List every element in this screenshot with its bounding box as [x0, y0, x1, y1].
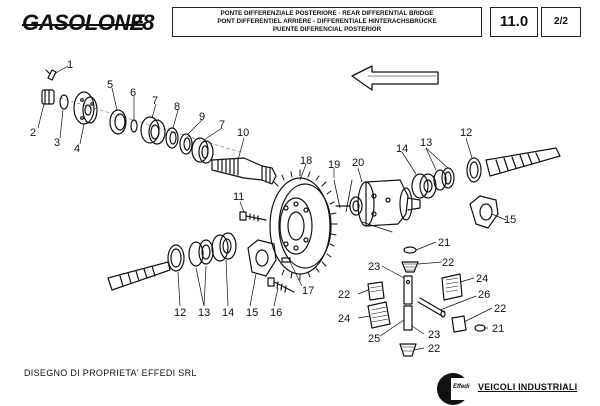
effedi-wordmark: Effedi	[452, 384, 471, 390]
callout-25: 25	[368, 333, 380, 345]
page-number: 2/2	[541, 7, 581, 37]
ring-left	[167, 244, 185, 272]
sheet-number: 11.0	[490, 7, 538, 37]
logo-strike-line	[22, 24, 144, 26]
thrust-washer-21-top	[403, 246, 417, 254]
callout-15-right: 15	[504, 214, 516, 226]
shims-left	[188, 239, 214, 267]
callout-1: 1	[67, 59, 73, 71]
oil-seal	[109, 109, 127, 135]
half-shaft-right	[485, 147, 561, 177]
planet-gear-24-left	[367, 301, 391, 329]
callout-22-top: 22	[442, 257, 454, 269]
callout-21-top: 21	[438, 237, 450, 249]
half-shaft-left	[107, 261, 171, 291]
callout-20: 20	[352, 157, 364, 169]
callout-22-bottom: 22	[428, 343, 440, 355]
ring-right	[466, 157, 482, 183]
callout-26: 26	[478, 289, 490, 301]
callout-16: 16	[270, 307, 282, 319]
pinion-shaft	[211, 157, 277, 185]
thrust-washer-21-bottom	[474, 324, 486, 332]
side-gear-22-bottom	[399, 343, 417, 357]
callout-24-right: 24	[476, 273, 488, 285]
ownership-note: DISEGNO DI PROPRIETA' EFFEDI SRL	[24, 368, 197, 378]
callout-13-right: 13	[420, 137, 432, 149]
dowel-pin	[281, 257, 291, 263]
bearing-outer	[140, 116, 166, 145]
callout-18: 18	[300, 155, 312, 167]
bearing-cap-right	[469, 195, 499, 229]
castle-nut	[41, 89, 55, 105]
callout-15-left: 15	[246, 307, 258, 319]
title-box: PONTE DIFFERENZIALE POSTERIORE - REAR DI…	[172, 7, 482, 37]
planet-gear-24-right	[441, 273, 463, 301]
callout-6: 6	[130, 87, 136, 99]
callout-17: 17	[302, 285, 314, 297]
shim-ring	[165, 127, 179, 149]
callout-11: 11	[233, 191, 244, 203]
callout-22-left: 22	[338, 289, 350, 301]
callout-12-left: 12	[174, 307, 186, 319]
company-name: VEICOLI INDUSTRIALI	[478, 382, 578, 392]
direction-arrow	[351, 65, 439, 91]
shims-right	[433, 167, 455, 191]
callout-9: 9	[199, 111, 205, 123]
callout-24-left: 24	[338, 313, 350, 325]
planet-gear-22-right	[451, 315, 467, 333]
bearing-cap-left	[247, 239, 277, 277]
gasolone-logo: GASOLONE	[22, 10, 144, 36]
callout-14-left: 14	[222, 307, 234, 319]
planet-gear-22-left	[367, 281, 385, 301]
side-bearing-right	[411, 173, 437, 199]
model-number: 28	[130, 10, 155, 35]
callout-19: 19	[328, 159, 340, 171]
cross-shaft-23	[403, 275, 413, 331]
callout-23-top: 23	[368, 261, 380, 273]
callout-7b: 7	[219, 119, 225, 131]
bolt-washer-19	[335, 196, 363, 216]
callout-8: 8	[174, 101, 180, 113]
flange	[73, 91, 98, 125]
callout-14-right: 14	[396, 143, 408, 155]
bearing-inner	[191, 137, 214, 164]
collapsible-spacer	[179, 133, 193, 155]
side-bearing-left	[211, 232, 237, 262]
callout-23-bottom: 23	[428, 329, 440, 341]
washer	[59, 94, 69, 110]
cotter-pin	[45, 69, 57, 81]
callout-12-right: 12	[460, 127, 472, 139]
callout-10: 10	[237, 127, 249, 139]
callout-22-right: 22	[494, 303, 506, 315]
bolt-16	[267, 277, 295, 293]
differential-carrier	[357, 179, 421, 227]
callout-21-bottom: 21	[492, 323, 504, 335]
crown-wheel	[269, 169, 338, 281]
pin-26	[417, 297, 446, 318]
title-line-it: PONTE DIFFERENZIALE POSTERIORE - REAR DI…	[220, 10, 434, 17]
spacer	[130, 119, 138, 133]
callout-5: 5	[107, 79, 113, 91]
side-gear-22-top	[401, 261, 419, 273]
callout-3: 3	[54, 137, 60, 149]
callout-7a: 7	[152, 95, 158, 107]
title-line-es: PUENTE DIFERENCIAL POSTERIOR	[272, 26, 382, 33]
bolt-11	[239, 211, 267, 222]
callout-13-left: 13	[198, 307, 210, 319]
logo-text: GASOLONE	[22, 10, 144, 35]
callout-4: 4	[74, 143, 80, 155]
callout-2: 2	[30, 127, 36, 139]
title-line-fr-de: PONT DIFFERENTIEL ARRIERE - DIFFERENTIAL…	[217, 18, 437, 25]
